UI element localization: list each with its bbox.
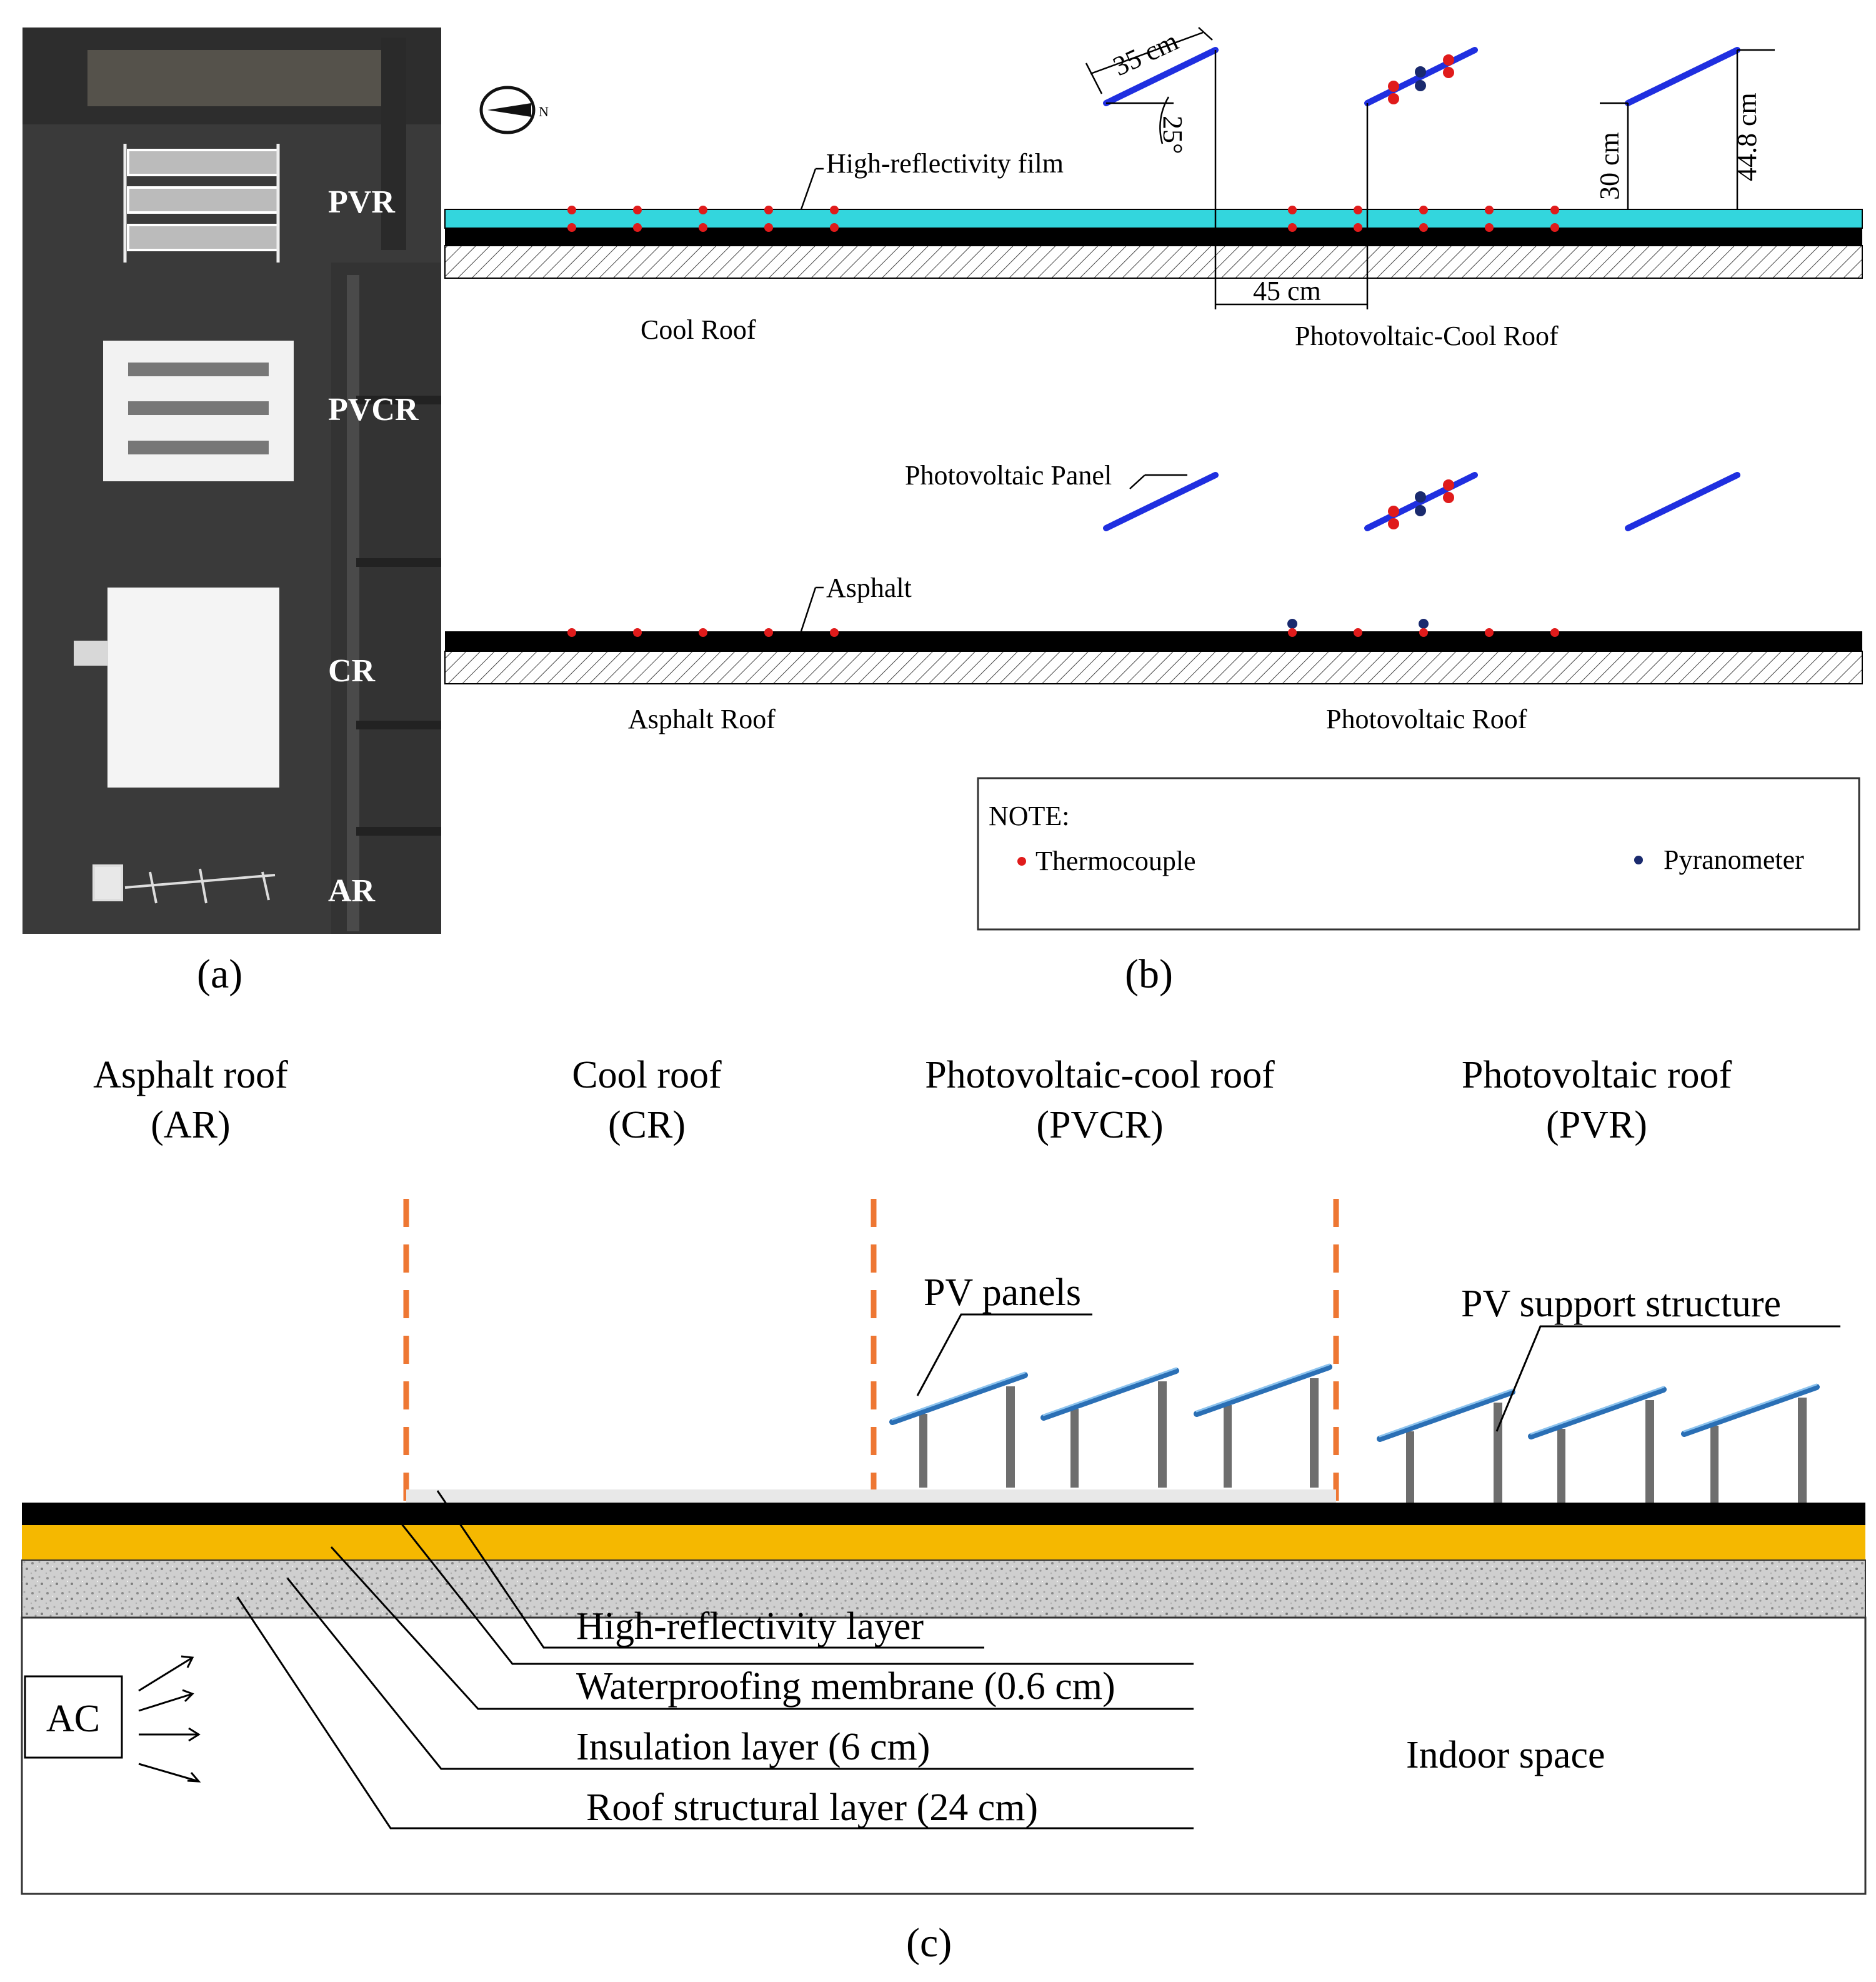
ar-equipment (92, 864, 276, 904)
label-pv-support: PV support structure (1461, 1283, 1781, 1325)
airflow-arrows (138, 1655, 201, 1783)
label-film: High-reflectivity film (826, 148, 1064, 179)
note-thermocouple: Thermocouple (1035, 846, 1196, 876)
panel-c: Asphalt roof (AR) Cool roof (CR) Photovo… (21, 1054, 1867, 1895)
label-ac: AC (46, 1698, 100, 1740)
note-title: NOTE: (989, 801, 1070, 831)
dim-spacing: 45 cm (1253, 276, 1321, 306)
header-pvr-abbr: (PVR) (1546, 1104, 1647, 1146)
header-pvr-name: Photovoltaic roof (1462, 1054, 1732, 1096)
label-layer-reflectivity: High-reflectivity layer (576, 1605, 924, 1648)
label-indoor: Indoor space (1406, 1734, 1605, 1776)
thermocouples-top (567, 54, 1559, 529)
pyranometers (1287, 66, 1429, 629)
dimension-lines (800, 27, 1775, 632)
leader-lines (236, 1313, 1840, 1829)
label-layer-insulation: Insulation layer (6 cm) (576, 1726, 930, 1768)
label-asphalt: Asphalt (826, 573, 912, 603)
asphalt-layer-top (445, 228, 1862, 246)
film-layer (444, 209, 1863, 229)
label-pv-panel: Photovoltaic Panel (905, 460, 1112, 491)
label-pvcr: PVCR (328, 392, 419, 428)
pv-panels-c (889, 1363, 1820, 1442)
structural-layer (21, 1559, 1866, 1618)
header-ar-name: Asphalt roof (93, 1054, 288, 1096)
note-pyranometer: Pyranometer (1664, 844, 1804, 875)
dim-tilt-angle: 25° (1157, 116, 1188, 154)
asphalt-layer-bottom (445, 631, 1862, 651)
hatch-top (444, 245, 1863, 279)
label-layer-membrane: Waterproofing membrane (0.6 cm) (576, 1665, 1115, 1708)
caption-b: (b) (1125, 951, 1173, 997)
divider-lines (403, 1199, 1339, 1508)
reflectivity-strip (406, 1489, 1336, 1503)
pv-supports (919, 1378, 1807, 1503)
header-pvcr-abbr: (PVCR) (1036, 1104, 1163, 1146)
label-pvr: PVR (328, 184, 396, 220)
label-cool-roof: Cool Roof (641, 314, 756, 345)
header-cr-abbr: (CR) (608, 1104, 686, 1146)
label-layer-structural: Roof structural layer (24 cm) (586, 1786, 1038, 1829)
header-pvcr-name: Photovoltaic-cool roof (925, 1054, 1275, 1096)
header-ar-abbr: (AR) (151, 1104, 230, 1146)
label-cr: CR (328, 653, 376, 689)
svg-text:N: N (539, 104, 549, 119)
dim-high-height: 44.8 cm (1732, 93, 1762, 181)
panel-b: 35 cm 25° 45 cm 30 cm 44.8 cm High-refle… (444, 26, 1863, 931)
label-pv-panels: PV panels (924, 1271, 1081, 1314)
hatch-bottom (444, 651, 1863, 684)
compass-icon: N (479, 86, 549, 134)
label-pv-cool-roof: Photovoltaic-Cool Roof (1295, 321, 1559, 351)
dim-low-height: 30 cm (1594, 132, 1625, 200)
header-cr-name: Cool roof (572, 1054, 722, 1096)
thermocouples-bottom (567, 628, 1559, 637)
membrane-layer (22, 1503, 1865, 1525)
note-box: NOTE: Thermocouple Pyranometer (977, 777, 1860, 931)
insulation-layer (22, 1525, 1865, 1560)
cr-sheet (107, 588, 279, 788)
caption-a: (a) (197, 951, 242, 997)
label-pv-roof: Photovoltaic Roof (1326, 704, 1527, 734)
label-ar: AR (328, 873, 376, 909)
pvcr-sheet (103, 341, 294, 481)
ac-unit: AC (24, 1675, 123, 1759)
label-asphalt-roof: Asphalt Roof (628, 704, 776, 734)
pvr-racks (123, 144, 280, 263)
caption-c: (c) (906, 1920, 952, 1966)
panel-a-photo: N PVR PVCR CR AR (22, 28, 549, 934)
